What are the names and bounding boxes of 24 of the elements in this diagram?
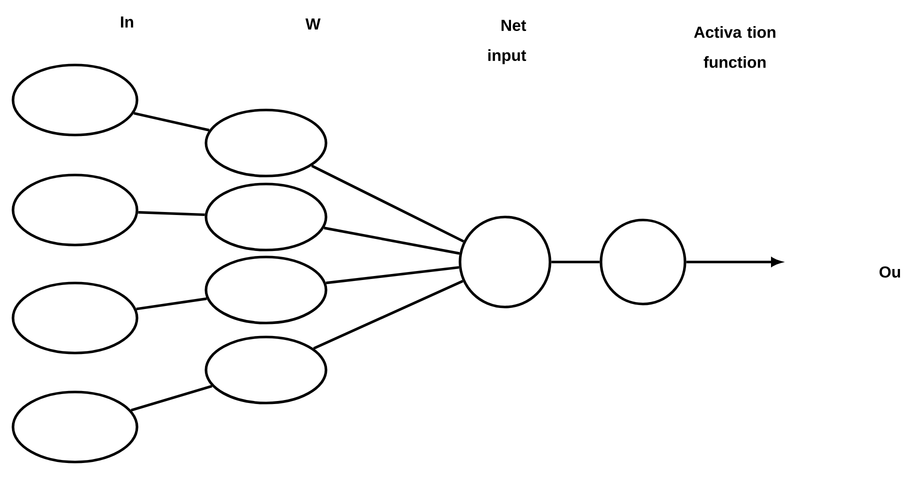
ellipse-node: [204, 336, 328, 404]
connector-line: [136, 297, 207, 310]
ellipse-node: [12, 174, 138, 246]
connector-line: [313, 280, 464, 350]
ellipse-node: [204, 182, 328, 252]
heading-label: Activa tion function: [694, 26, 776, 68]
circle-node: [458, 216, 552, 308]
circle-node: [600, 218, 686, 306]
heading-label: W: [305, 18, 321, 30]
ellipse-node: [12, 64, 138, 136]
ellipse-node: [12, 390, 138, 464]
connector-line: [138, 211, 205, 216]
heading-label: Ou: [880, 266, 900, 278]
ellipse-node: [204, 108, 328, 178]
connector-line: [134, 112, 210, 132]
ellipse-node: [12, 282, 138, 354]
connector-line: [551, 260, 600, 264]
connector-line: [324, 226, 460, 255]
heading-label: Net input: [488, 20, 526, 64]
heading-label: In: [120, 16, 134, 28]
connector-line: [326, 266, 460, 284]
connector-line: [130, 384, 212, 412]
ellipse-node: [204, 256, 328, 324]
connector-line: [311, 164, 464, 243]
